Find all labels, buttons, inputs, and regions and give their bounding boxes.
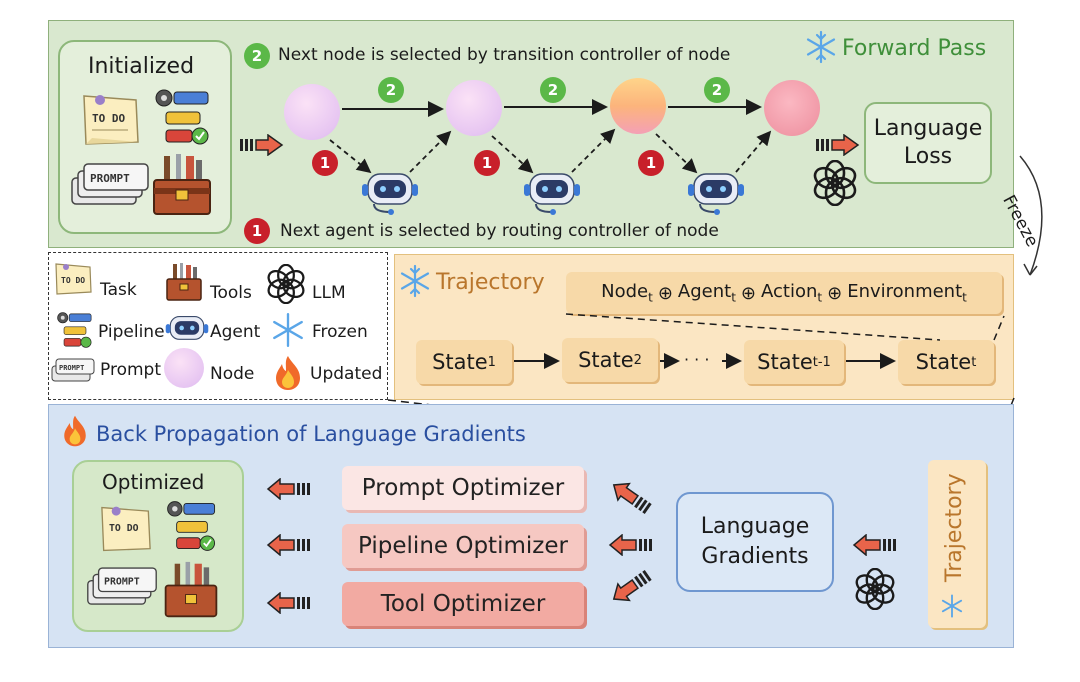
legend-frozen-label: Frozen [312, 322, 368, 342]
formula-action: Actiont [761, 281, 823, 305]
pipeline-icon [164, 498, 220, 558]
forward-pass-title: Forward Pass [842, 36, 987, 61]
node-4 [764, 80, 820, 136]
step1-description: Next agent is selected by routing contro… [280, 221, 719, 241]
svg-text:TO DO: TO DO [92, 112, 125, 125]
trajectory-dots: · · · [684, 350, 710, 369]
svg-text:TO DO: TO DO [109, 523, 139, 534]
pipeline-optimizer-box: Pipeline Optimizer [342, 524, 584, 568]
step2-badge: 2 [378, 77, 404, 103]
fire-icon [272, 354, 304, 396]
legend-prompt-label: Prompt [100, 360, 161, 380]
tool-optimizer-box: Tool Optimizer [342, 582, 584, 626]
language-loss-box: Language Loss [864, 102, 992, 184]
node-gradient-circle-icon [164, 348, 204, 388]
legend-tools-label: Tools [210, 283, 252, 303]
language-gradients-box: Language Gradients [676, 492, 834, 592]
fire-icon [60, 414, 90, 452]
todo-note-icon: TO DO [98, 504, 154, 558]
step1-badge: 1 [474, 150, 500, 176]
snowflake-icon [398, 264, 432, 302]
gradients-label-line1: Language [700, 514, 810, 539]
oplus-symbol: ⊕ [657, 282, 673, 304]
legend-pipeline-label: Pipeline [98, 322, 165, 342]
prompt-cards-icon: PROMPT [86, 564, 158, 614]
todo-note-icon: TO DO [54, 262, 94, 300]
snowflake-icon [804, 30, 838, 68]
toolbox-icon [162, 560, 220, 624]
llm-logo-icon [854, 567, 896, 614]
optimized-label: Optimized [102, 470, 205, 494]
prompt-optimizer-box: Prompt Optimizer [342, 466, 584, 510]
step1-badge: 1 [244, 218, 270, 244]
prompt-cards-icon: PROMPT [70, 160, 150, 214]
back-arrow-tool [266, 591, 312, 618]
legend-updated-label: Updated [310, 364, 383, 384]
legend-llm-label: LLM [312, 283, 346, 303]
step1-badge: 1 [312, 150, 338, 176]
formula-node: Nodet [601, 281, 653, 305]
freeze-arrow [1019, 155, 1043, 276]
pipeline-icon [152, 86, 214, 152]
formula-agent: Agentt [677, 281, 736, 305]
node-3 [610, 78, 666, 134]
todo-note-icon: TO DO [80, 92, 142, 152]
legend-agent-label: Agent [210, 322, 261, 342]
svg-text:TO DO: TO DO [61, 276, 85, 285]
step2-badge: 2 [244, 43, 270, 69]
trajectory-vertical-box [928, 460, 986, 628]
snowflake-icon [940, 594, 964, 622]
oplus-symbol: ⊕ [827, 282, 843, 304]
pipeline-icon [54, 310, 96, 354]
toolbox-icon [164, 262, 204, 306]
prompt-cards-icon: PROMPT [50, 356, 96, 388]
robot-agent-icon [360, 168, 420, 222]
robot-agent-icon [686, 168, 746, 222]
robot-agent-icon [164, 312, 210, 354]
legend-node-label: Node [210, 364, 255, 384]
trajectory-to-gradients-arrow [852, 533, 898, 560]
trajectory-title: Trajectory [436, 270, 545, 295]
step2-badge: 2 [540, 77, 566, 103]
grad-arrow-pipeline [608, 533, 654, 560]
toolbox-icon [150, 152, 214, 222]
gradients-label-line2: Gradients [701, 544, 809, 569]
legend-panel [48, 252, 388, 400]
svg-text:PROMPT: PROMPT [59, 364, 84, 372]
node-2 [446, 80, 502, 136]
initialized-label: Initialized [88, 54, 195, 79]
oplus-symbol: ⊕ [740, 282, 757, 304]
trajectory-vertical-label: Trajectory [942, 473, 967, 582]
step2-badge: 2 [704, 77, 730, 103]
step1-badge: 1 [638, 150, 664, 176]
input-arrow [240, 133, 284, 160]
to-loss-arrow [816, 133, 860, 160]
node-1 [284, 84, 340, 140]
snowflake-icon [270, 312, 306, 352]
formula-environment: Environmentt [847, 281, 967, 305]
llm-logo-icon [812, 159, 858, 210]
svg-text:PROMPT: PROMPT [90, 172, 130, 185]
llm-logo-icon [266, 263, 306, 308]
robot-agent-icon [522, 168, 582, 222]
step2-description: Next node is selected by transition cont… [278, 45, 731, 65]
loss-label-line1: Language [873, 116, 983, 141]
grad-arrow-prompt [608, 478, 654, 520]
backprop-title: Back Propagation of Language Gradients [96, 422, 526, 446]
legend-task-label: Task [100, 280, 137, 300]
back-arrow-pipeline [266, 533, 312, 560]
svg-text:PROMPT: PROMPT [104, 576, 140, 587]
trajectory-formula-box: Nodet ⊕ Agentt ⊕ Actiont ⊕ Environmentt [566, 272, 1002, 314]
loss-label-line2: Loss [903, 144, 953, 169]
grad-arrow-tool [608, 568, 654, 610]
back-arrow-prompt [266, 477, 312, 504]
